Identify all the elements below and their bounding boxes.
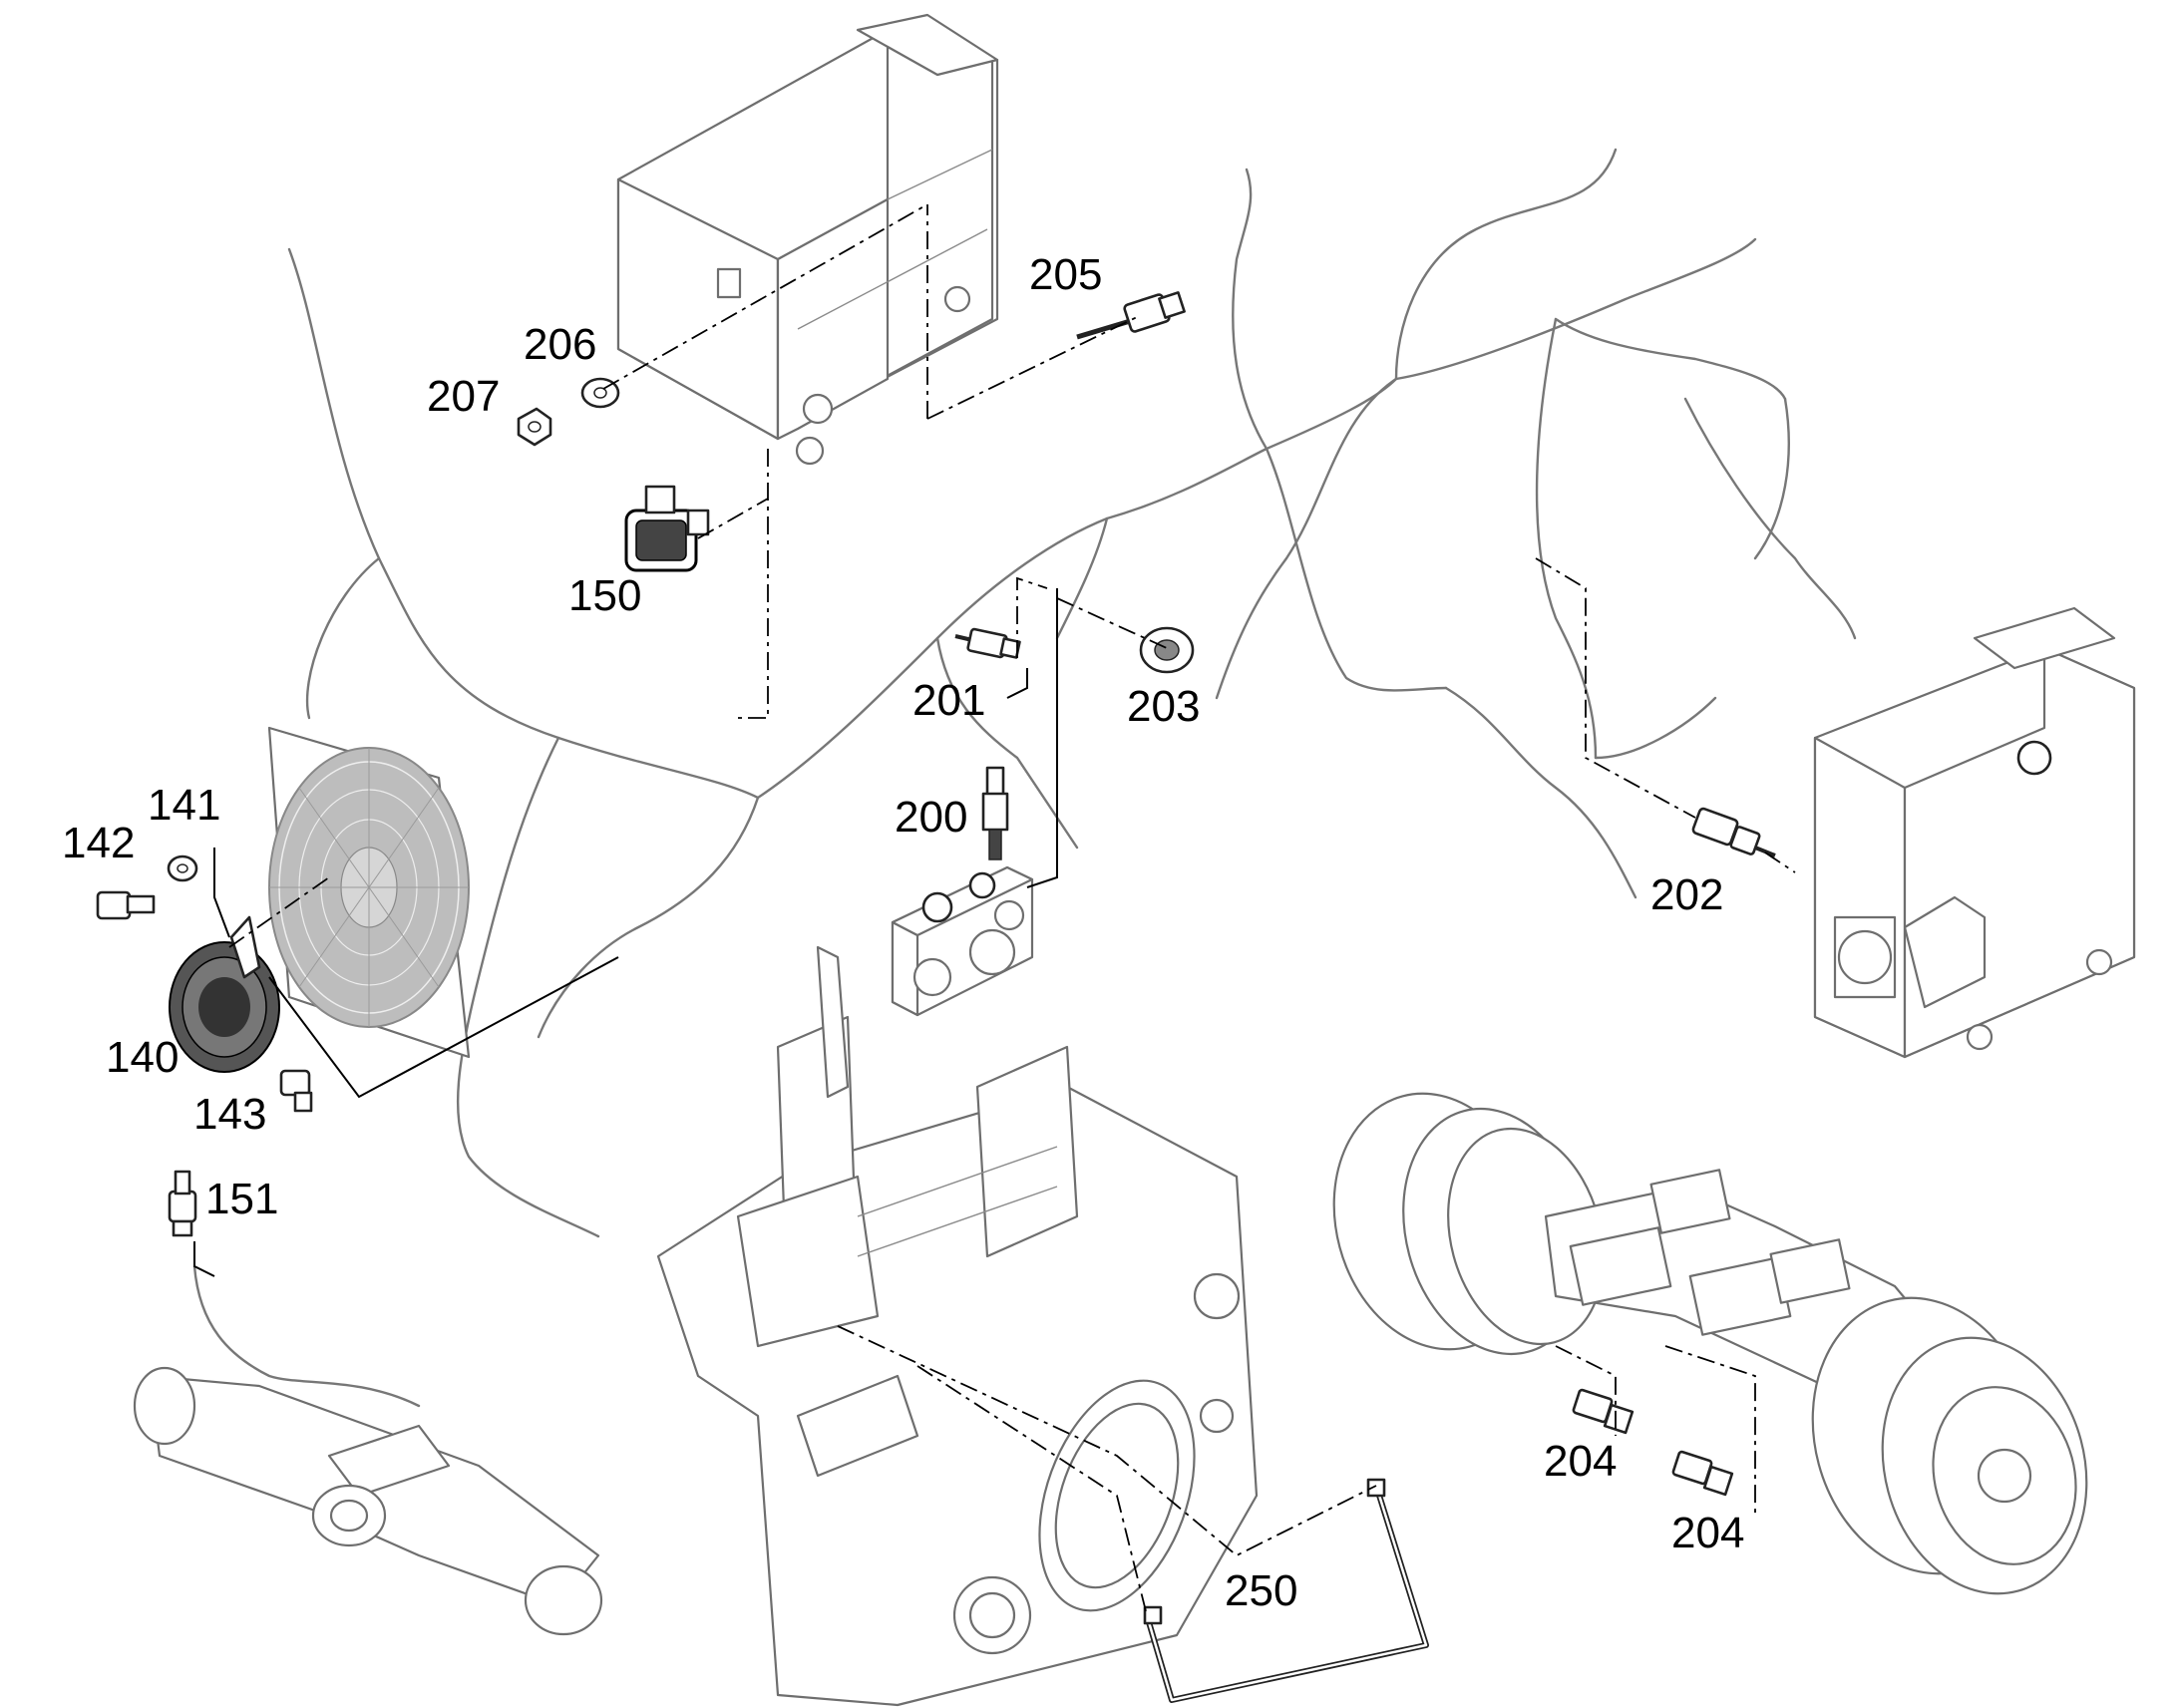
callout-200: 200 [895, 793, 967, 842]
leader-lines [193, 203, 1796, 1616]
callout-150: 150 [568, 571, 641, 620]
relay-150 [624, 485, 710, 572]
control-box-right [1813, 606, 2136, 1059]
control-box-top [616, 13, 999, 466]
callout-201: 201 [912, 676, 985, 725]
callout-141: 141 [148, 781, 220, 830]
sensor-200 [981, 766, 1009, 860]
switch-203 [1139, 626, 1195, 674]
sensor-204-right [1671, 1450, 1734, 1497]
horn-140 [169, 915, 280, 1073]
callout-142: 142 [62, 819, 135, 867]
callout-207: 207 [427, 372, 500, 421]
callout-205: 205 [1029, 250, 1102, 299]
callout-204-left: 204 [1544, 1437, 1617, 1486]
bracket-250 [1143, 1478, 1429, 1703]
washer-141 [167, 854, 198, 882]
sensor-204-left [1572, 1388, 1635, 1435]
rear-axle [133, 1264, 603, 1636]
drive-axle [1332, 1092, 2088, 1595]
callouts: 205 206 207 150 201 203 200 202 141 142 … [62, 250, 1744, 1615]
radiator-fan-assembly [267, 726, 471, 1059]
callout-204-right: 204 [1671, 1509, 1744, 1557]
bolt-142 [96, 890, 156, 920]
callout-250: 250 [1225, 1566, 1297, 1615]
main-frame [656, 945, 1259, 1707]
callout-203: 203 [1127, 682, 1200, 731]
nut-207 [517, 407, 552, 447]
callout-140: 140 [106, 1033, 179, 1082]
callout-151: 151 [205, 1175, 278, 1223]
sensor-205 [1076, 291, 1186, 340]
valve-block [891, 865, 1034, 1017]
wiring-harness [287, 148, 1857, 1238]
sensor-202 [1691, 807, 1776, 857]
callout-206: 206 [524, 320, 596, 369]
connector-143 [279, 1069, 313, 1113]
callout-202: 202 [1650, 870, 1723, 919]
switch-151 [168, 1170, 197, 1237]
callout-143: 143 [193, 1090, 266, 1139]
sensor-201 [954, 627, 1021, 659]
